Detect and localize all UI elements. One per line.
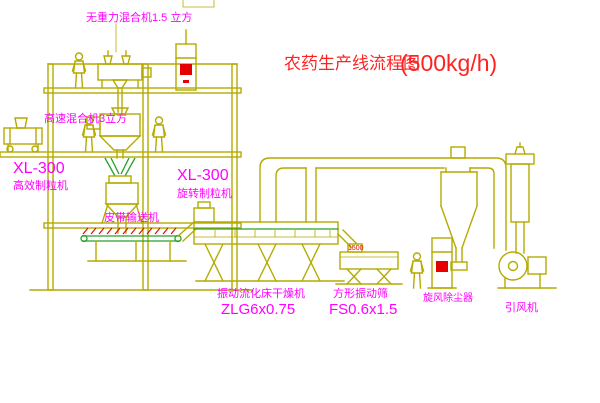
drawing-capacity: (500kg/h): [400, 50, 497, 76]
gravity-mixer: [97, 23, 152, 113]
label-high-speed-mixer: 高速混合机3立方: [44, 111, 127, 125]
label-sieve-model: FS0.6x1.5: [329, 301, 397, 318]
dimension-note: 1500: [348, 245, 364, 252]
left-granulator-machine: [3, 117, 43, 153]
high-speed-mixer: [86, 107, 142, 159]
drawing-title: 农药生产线流程图: [284, 54, 420, 73]
cabinet-indicator-light: [436, 261, 448, 272]
label-granulator-mid-name: 旋转制粒机: [177, 186, 232, 200]
control-cabinet-bottom: [427, 237, 457, 289]
label-dryer-name: 振动流化床干燥机: [217, 286, 305, 300]
sheet-edge-mark: [182, 0, 215, 8]
exhaust-stack: [505, 142, 535, 254]
person-figure: [71, 52, 87, 89]
induced-draft-fan: [497, 251, 557, 289]
floor-hatch: [82, 227, 177, 235]
label-belt-conveyor: 皮带输送机: [104, 210, 159, 224]
label-fan: 引风机: [505, 300, 538, 314]
label-granulator-mid-model: XL-300: [177, 167, 229, 184]
label-sieve-name: 方形振动筛: [333, 286, 388, 300]
label-granulator-left-model: XL-300: [13, 160, 65, 177]
cyclone-separator: [440, 146, 478, 271]
label-gravity-mixer: 无重力混合机1.5 立方: [86, 10, 192, 24]
label-dryer-model: ZLG6x0.75: [221, 301, 295, 318]
label-cyclone: 旋风除尘器: [423, 291, 473, 304]
fluid-bed-dryer: [193, 201, 345, 282]
square-vibrating-sieve: [335, 229, 403, 285]
label-granulator-left-name: 高效制粒机: [13, 178, 68, 192]
person-figure: [151, 116, 167, 153]
feed-chute: [104, 157, 136, 177]
cabinet-indicator-light: [180, 64, 192, 75]
building-frame: [0, 63, 253, 291]
rotary-granulator: [101, 175, 143, 234]
person-figure: [409, 252, 425, 289]
control-cabinet-top: [175, 29, 197, 91]
